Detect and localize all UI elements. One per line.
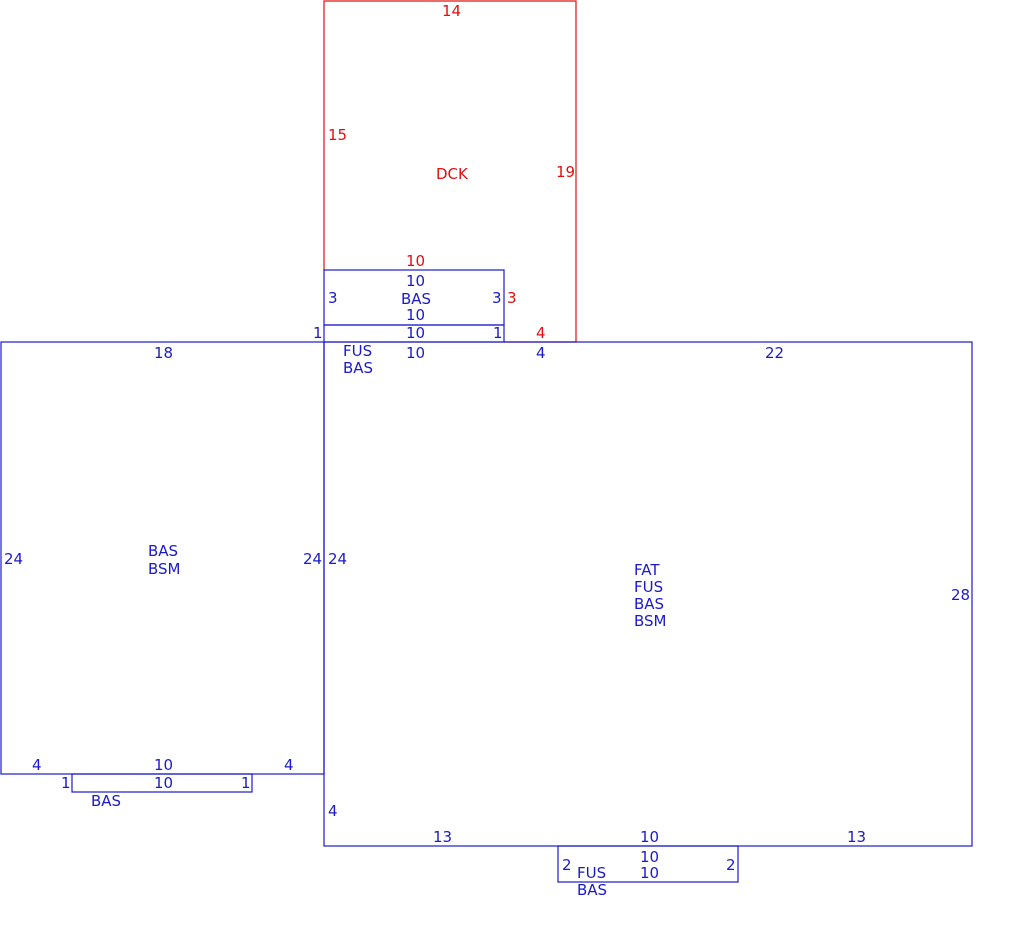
front-bump-dim-right: 2 (726, 856, 736, 874)
left-bump-code: BAS (91, 792, 121, 810)
main-dim-right: 28 (951, 586, 970, 604)
main-dim-bottom-left: 13 (433, 828, 452, 846)
left-wing-dim-bottom-right: 4 (284, 756, 294, 774)
main-dim-left: 24 (328, 550, 347, 568)
rear-bump-dim-top-inner: 10 (406, 272, 425, 290)
rear-strip-dim-bottom: 10 (406, 344, 425, 362)
rear-bump-code: BAS (401, 290, 431, 308)
left-bump-dim-left: 1 (61, 774, 71, 792)
front-bump-dim-top: 10 (640, 848, 659, 866)
left-bump-dim-top: 10 (154, 774, 173, 792)
left-wing-code-bas: BAS (148, 542, 178, 560)
main-dim-bottom-right: 13 (847, 828, 866, 846)
front-bump-dim-left: 2 (562, 856, 572, 874)
left-wing-dim-bottom-mid: 10 (154, 756, 173, 774)
deck-dim-bottom-left: 10 (406, 252, 425, 270)
main-dim-bottom-mid: 10 (640, 828, 659, 846)
main-dim-left-lower: 4 (328, 802, 338, 820)
main-code-fus: FUS (634, 578, 663, 596)
main-code-bsm: BSM (634, 612, 667, 630)
front-bump-code-fus: FUS (577, 864, 606, 882)
front-bump-dim-bottom: 10 (640, 864, 659, 882)
rear-bump-dim-right: 3 (492, 289, 502, 307)
left-wing-dim-top: 18 (154, 344, 173, 362)
main-code-bas: BAS (634, 595, 664, 613)
main-code-fat: FAT (634, 561, 660, 579)
rear-bump-dim-bottom: 10 (406, 306, 425, 324)
main-dim-top-left: 4 (536, 344, 546, 362)
front-bump-code-bas: BAS (577, 881, 607, 899)
left-bump-dim-right: 1 (241, 774, 251, 792)
left-wing-dim-right: 24 (303, 550, 322, 568)
left-wing-dim-bottom-left: 4 (32, 756, 42, 774)
rear-bump-dim-left: 3 (328, 289, 338, 307)
rear-strip-dim-left: 1 (313, 324, 323, 342)
front-bump-outline (557, 845, 739, 883)
rear-strip-dim-top: 10 (406, 324, 425, 342)
left-wing-code-bsm: BSM (148, 560, 181, 578)
deck-dim-top: 14 (442, 2, 461, 20)
deck-dim-left: 15 (328, 126, 347, 144)
rear-strip-code-fus: FUS (343, 342, 372, 360)
left-bump-outline (71, 773, 253, 793)
main-dim-top-right: 22 (765, 344, 784, 362)
left-wing-dim-left: 24 (4, 550, 23, 568)
deck-code: DCK (436, 165, 469, 183)
deck-dim-bump-right: 3 (507, 289, 517, 307)
deck-dim-right: 19 (556, 163, 575, 181)
deck-dim-bottom-right: 4 (536, 324, 546, 342)
rear-strip-code-bas: BAS (343, 359, 373, 377)
rear-strip-dim-right: 1 (493, 324, 503, 342)
